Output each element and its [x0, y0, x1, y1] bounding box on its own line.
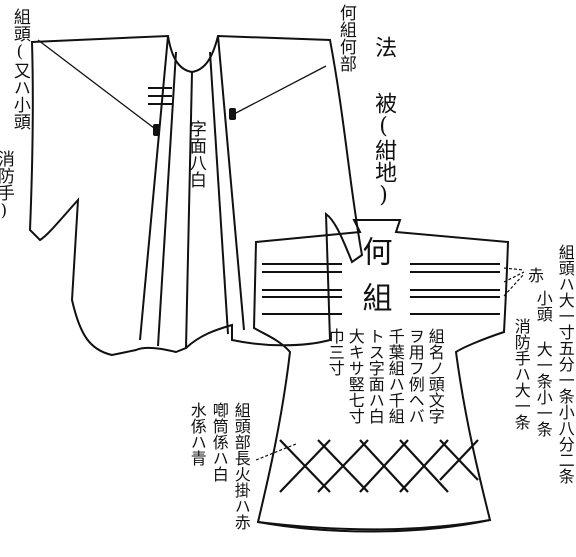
back-label-leader: 組頭(又ハ小頭	[9, 8, 30, 130]
leader-line-2	[233, 65, 327, 115]
back-coat	[28, 34, 364, 357]
cross-note-col-1: 組頭部長火掛ハ赤	[231, 402, 251, 530]
back-coat-collar-right-inner	[209, 51, 229, 335]
back-label-leader-alt: 消防手)	[0, 150, 14, 221]
front-note-col-4: トス字面ハ白	[365, 328, 385, 424]
title-line-1: 法	[371, 36, 397, 58]
cross-note-col-3: 水係ハ青	[187, 402, 207, 466]
back-mark-right	[229, 108, 236, 120]
back-label-group: 何組何部	[335, 4, 356, 72]
cross-motif	[279, 439, 479, 493]
title-line-2: 被(紺地)	[371, 92, 397, 208]
stripe-note-fireman: 消防手ハ大一条	[511, 318, 531, 430]
front-note-col-2: ヲ用フ例ヘバ	[405, 328, 425, 424]
back-collar-text: 字面八白	[185, 120, 206, 188]
cross-note-col-2: 喞筒係ハ白	[209, 402, 229, 482]
back-coat-center-seam	[185, 71, 193, 349]
leader-line-1	[37, 39, 155, 129]
back-coat-outline	[28, 34, 364, 357]
stripe-note-leader: 組頭ハ大一寸五分一条小八分二条	[555, 244, 575, 484]
front-big-char-2: 組	[356, 282, 392, 312]
front-note-col-6: 巾三寸	[325, 328, 345, 376]
front-big-char-1: 何	[356, 236, 392, 266]
stripe-note-red: 赤	[528, 266, 545, 285]
front-note-col-3: 千葉組ハ千組	[385, 328, 405, 424]
back-mark-left	[153, 124, 160, 136]
leader-line-3	[255, 443, 297, 461]
front-note-col-1: 組名ノ頭文字	[425, 328, 445, 424]
stripe-note-kogashira: 小頭 大一条小一条	[533, 290, 553, 437]
front-coat	[252, 219, 510, 533]
leader-lines-red	[503, 267, 525, 297]
front-coat-hem	[257, 519, 491, 531]
back-coat-collar-left	[139, 35, 169, 341]
back-coat-collar-right	[217, 35, 245, 331]
back-coat-collar-left-inner	[157, 51, 177, 347]
front-note-col-5: 大キサ竪七寸	[345, 328, 365, 424]
